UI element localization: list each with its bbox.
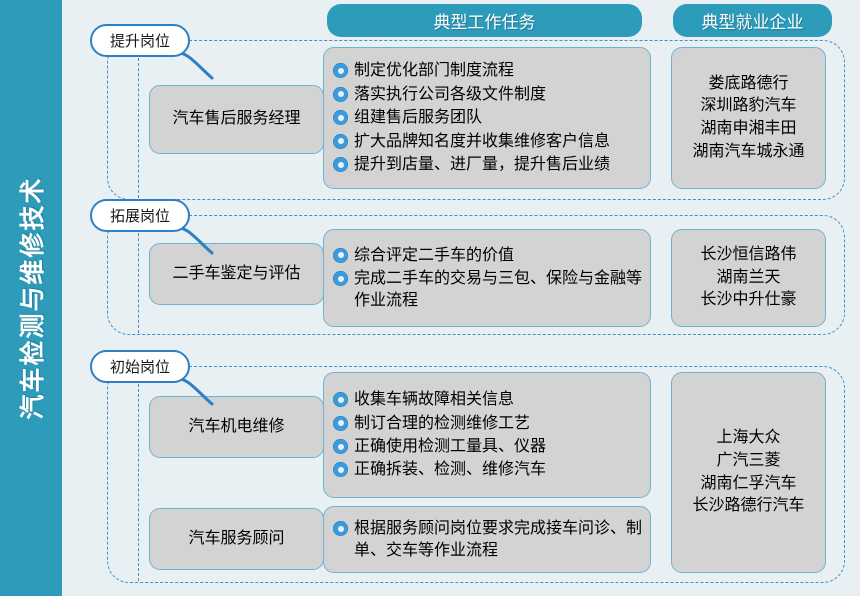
header-typical-work-tasks: 典型工作任务 [327,4,642,37]
connector-line-2 [138,233,139,333]
position-box-service-advisor: 汽车服务顾问 [149,508,324,570]
company-name: 湖南汽车城永通 [692,142,805,160]
task-item: 制定优化部门制度流程 [333,60,642,81]
company-name: 娄底路德行 [708,74,789,92]
position-name: 二手车鉴定与评估 [172,264,301,282]
company-name: 广汽三菱 [716,451,781,469]
position-box-mechatronics-repair: 汽车机电维修 [149,396,324,458]
group-frame-2 [107,215,845,335]
stage-label-entry: 初始岗位 [90,350,190,383]
position-name: 汽车服务顾问 [188,529,285,547]
task-item: 提升到店量、进厂量，提升售后业绩 [333,154,642,175]
bullet-icon [333,521,348,537]
bullet-icon [333,86,348,102]
task-item: 正确拆装、检测、维修汽车 [333,459,642,480]
vertical-title-bar: 汽车检测与维修技术 [0,0,62,596]
company-name: 深圳路豹汽车 [700,97,797,115]
task-item: 落实执行公司各级文件制度 [333,84,642,105]
task-box-mechatronics-repair: 收集车辆故障相关信息 制订合理的检测维修工艺 正确使用检测工量具、仪器 正确拆装… [323,372,651,498]
company-box-group-2: 长沙恒信路伟 湖南兰天 长沙中升仕豪 [671,229,826,327]
company-name: 上海大众 [716,429,781,447]
company-box-group-3: 上海大众 广汽三菱 湖南仁孚汽车 长沙路德行汽车 [671,372,826,573]
header-typical-employers: 典型就业企业 [673,4,832,37]
connector-line-3 [138,384,139,581]
position-name: 汽车售后服务经理 [172,110,301,128]
bullet-icon [333,133,348,149]
company-name: 湖南申湘丰田 [700,120,797,137]
task-item: 收集车辆故障相关信息 [333,389,642,410]
task-item: 扩大品牌知名度并收集维修客户信息 [333,131,642,152]
task-item: 完成二手车的交易与三包、保险与金融等作业流程 [333,268,642,311]
position-box-after-sales-manager: 汽车售后服务经理 [149,85,324,154]
task-box-after-sales-manager: 制定优化部门制度流程 落实执行公司各级文件制度 组建售后服务团队 扩大品牌知名度… [323,47,651,189]
program-title: 汽车检测与维修技术 [19,176,47,420]
group-frame-3 [107,366,845,583]
stage-label-expanded: 拓展岗位 [90,199,190,232]
group-frame-1 [107,40,845,200]
company-name: 长沙中升仕豪 [700,291,797,309]
task-box-service-advisor: 根据服务顾问岗位要求完成接车问诊、制单、交车等作业流程 [323,506,651,573]
main-panel: 典型工作任务 典型就业企业 提升岗位 汽车售后服务经理 制定优化部门制度流程 落… [62,0,860,596]
company-name: 长沙路德行汽车 [692,497,805,515]
position-name: 汽车机电维修 [188,417,285,435]
company-name: 湖南仁孚汽车 [700,474,797,492]
bullet-icon [333,271,348,287]
position-box-used-car-appraisal: 二手车鉴定与评估 [149,243,324,305]
bullet-icon [333,63,348,79]
bullet-icon [333,462,348,478]
task-item: 组建售后服务团队 [333,107,642,128]
company-name: 湖南兰天 [716,268,781,286]
task-box-used-car-appraisal: 综合评定二手车的价值 完成二手车的交易与三包、保险与金融等作业流程 [323,229,651,327]
company-name: 长沙恒信路伟 [700,245,797,263]
bullet-icon [333,157,348,173]
bullet-icon [333,439,348,454]
bullet-icon [333,415,348,431]
task-item: 制订合理的检测维修工艺 [333,413,642,434]
bullet-icon [333,392,348,408]
stage-label-advanced: 提升岗位 [90,24,190,57]
bullet-icon [333,247,348,263]
company-box-group-1: 娄底路德行 深圳路豹汽车 湖南申湘丰田 湖南汽车城永通 [671,47,826,189]
connector-line-1 [138,58,139,198]
task-item: 正确使用检测工量具、仪器 [333,436,642,457]
task-item: 综合评定二手车的价值 [333,245,642,266]
bullet-icon [333,110,348,126]
task-item: 根据服务顾问岗位要求完成接车问诊、制单、交车等作业流程 [333,518,642,561]
